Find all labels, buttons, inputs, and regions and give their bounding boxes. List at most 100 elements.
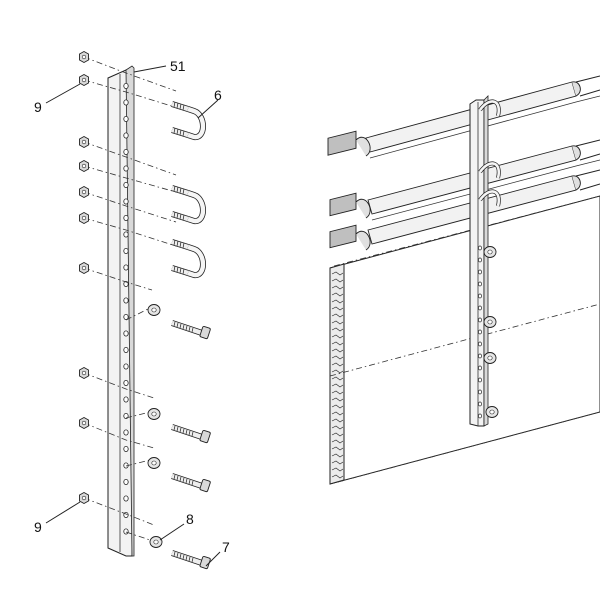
channel-hole	[478, 293, 482, 299]
channel-hole	[478, 329, 482, 335]
panel-edge-mark	[331, 313, 344, 318]
channel-hole	[123, 231, 129, 238]
panel-edge-mark	[331, 369, 344, 374]
leader-lines	[45, 65, 221, 567]
tube-top	[327, 75, 600, 157]
alignment-lines-left	[83, 56, 179, 541]
channel-hole	[123, 330, 129, 337]
channel-hole	[123, 132, 129, 139]
panel-edge-mark	[331, 432, 344, 437]
channel-strip	[107, 65, 135, 557]
tube-end-cap	[329, 224, 357, 249]
channel-hole	[123, 214, 129, 221]
channel-hole	[123, 247, 129, 254]
channel-hole	[123, 99, 129, 106]
u-bolt-icon	[172, 240, 203, 275]
panel-edge-mark	[331, 453, 344, 458]
channel-hole	[123, 297, 129, 304]
channel-hole	[123, 412, 129, 419]
nut-icon	[79, 160, 89, 172]
callout-9-top: 9	[34, 99, 42, 115]
channel-hole	[478, 281, 482, 287]
washer-icon	[147, 457, 161, 469]
channel-hole	[123, 148, 129, 155]
panel-edge-mark	[331, 418, 344, 423]
channel-holes	[123, 83, 129, 535]
panel-edge-mark	[331, 292, 344, 297]
channel-hole	[123, 478, 129, 485]
washer-icon	[483, 246, 497, 258]
channel-hole	[478, 341, 482, 347]
nut-icon	[79, 51, 89, 63]
tube-end-cap	[327, 130, 357, 156]
mounted-u-bolts	[478, 99, 501, 207]
channel-hole	[478, 257, 482, 263]
channel-hole	[123, 181, 129, 188]
mounted-channel-holes	[478, 245, 482, 419]
channel-hole	[478, 353, 482, 359]
channel-hole	[478, 401, 482, 407]
panel-edge-mark	[331, 439, 344, 444]
callout-8: 8	[186, 511, 194, 527]
panel-edge-mark	[331, 271, 344, 276]
nut-icon	[79, 417, 89, 429]
channel-hole	[478, 413, 482, 419]
channel-hole	[478, 317, 482, 323]
nut-icon	[79, 186, 89, 198]
panel-edge-mark	[331, 446, 344, 451]
nut-icon	[79, 492, 89, 504]
channel-hole	[478, 245, 482, 251]
panel-edge-texture	[331, 271, 344, 479]
channel-hole	[123, 495, 129, 502]
panel-edge-mark	[331, 397, 344, 402]
nut-icon	[79, 136, 89, 148]
channel-hole	[123, 264, 129, 271]
nut-icon	[79, 262, 89, 274]
panel-edge-mark	[331, 411, 344, 416]
channel-hole	[123, 198, 129, 205]
washers-and-bolts	[147, 304, 211, 569]
u-bolt-icon	[172, 102, 203, 137]
bolt-icon	[172, 552, 211, 569]
panel	[329, 195, 600, 485]
callout-9-bottom: 9	[34, 519, 42, 535]
panel-edge-mark	[331, 460, 344, 465]
bolt-icon	[172, 322, 211, 339]
mounted-channel	[469, 95, 489, 427]
washer-icon	[147, 408, 161, 420]
nut-icon	[79, 367, 89, 379]
channel-hole	[478, 365, 482, 371]
panel-edge-mark	[331, 334, 344, 339]
channel-hole	[478, 377, 482, 383]
panel-edge-mark	[331, 425, 344, 430]
channel-hole	[123, 165, 129, 172]
callout-51: 51	[170, 58, 186, 74]
channel-hole	[123, 429, 129, 436]
washer-icon	[483, 352, 497, 364]
nuts-column	[79, 51, 89, 504]
panel-edge-mark	[331, 362, 344, 367]
washer-icon	[485, 406, 499, 418]
panel-edge-mark	[331, 320, 344, 325]
nut-icon	[79, 74, 89, 86]
channel-hole	[478, 305, 482, 311]
panel-edge-mark	[331, 390, 344, 395]
channel-hole	[478, 269, 482, 275]
panel-edge-mark	[331, 404, 344, 409]
panel-edge-mark	[331, 474, 344, 479]
panel-edge-mark	[331, 306, 344, 311]
panel-edge-mark	[331, 327, 344, 332]
channel-hole	[123, 363, 129, 370]
panel-edge-mark	[331, 383, 344, 388]
channel-hole	[123, 445, 129, 452]
channel-hole	[123, 379, 129, 386]
tube-end-cap	[329, 192, 357, 217]
nut-icon	[79, 212, 89, 224]
washer-icon	[149, 536, 163, 548]
washer-icon	[147, 304, 161, 316]
washer-icon	[483, 316, 497, 328]
panel-edge-mark	[331, 467, 344, 472]
channel-hole	[123, 346, 129, 353]
